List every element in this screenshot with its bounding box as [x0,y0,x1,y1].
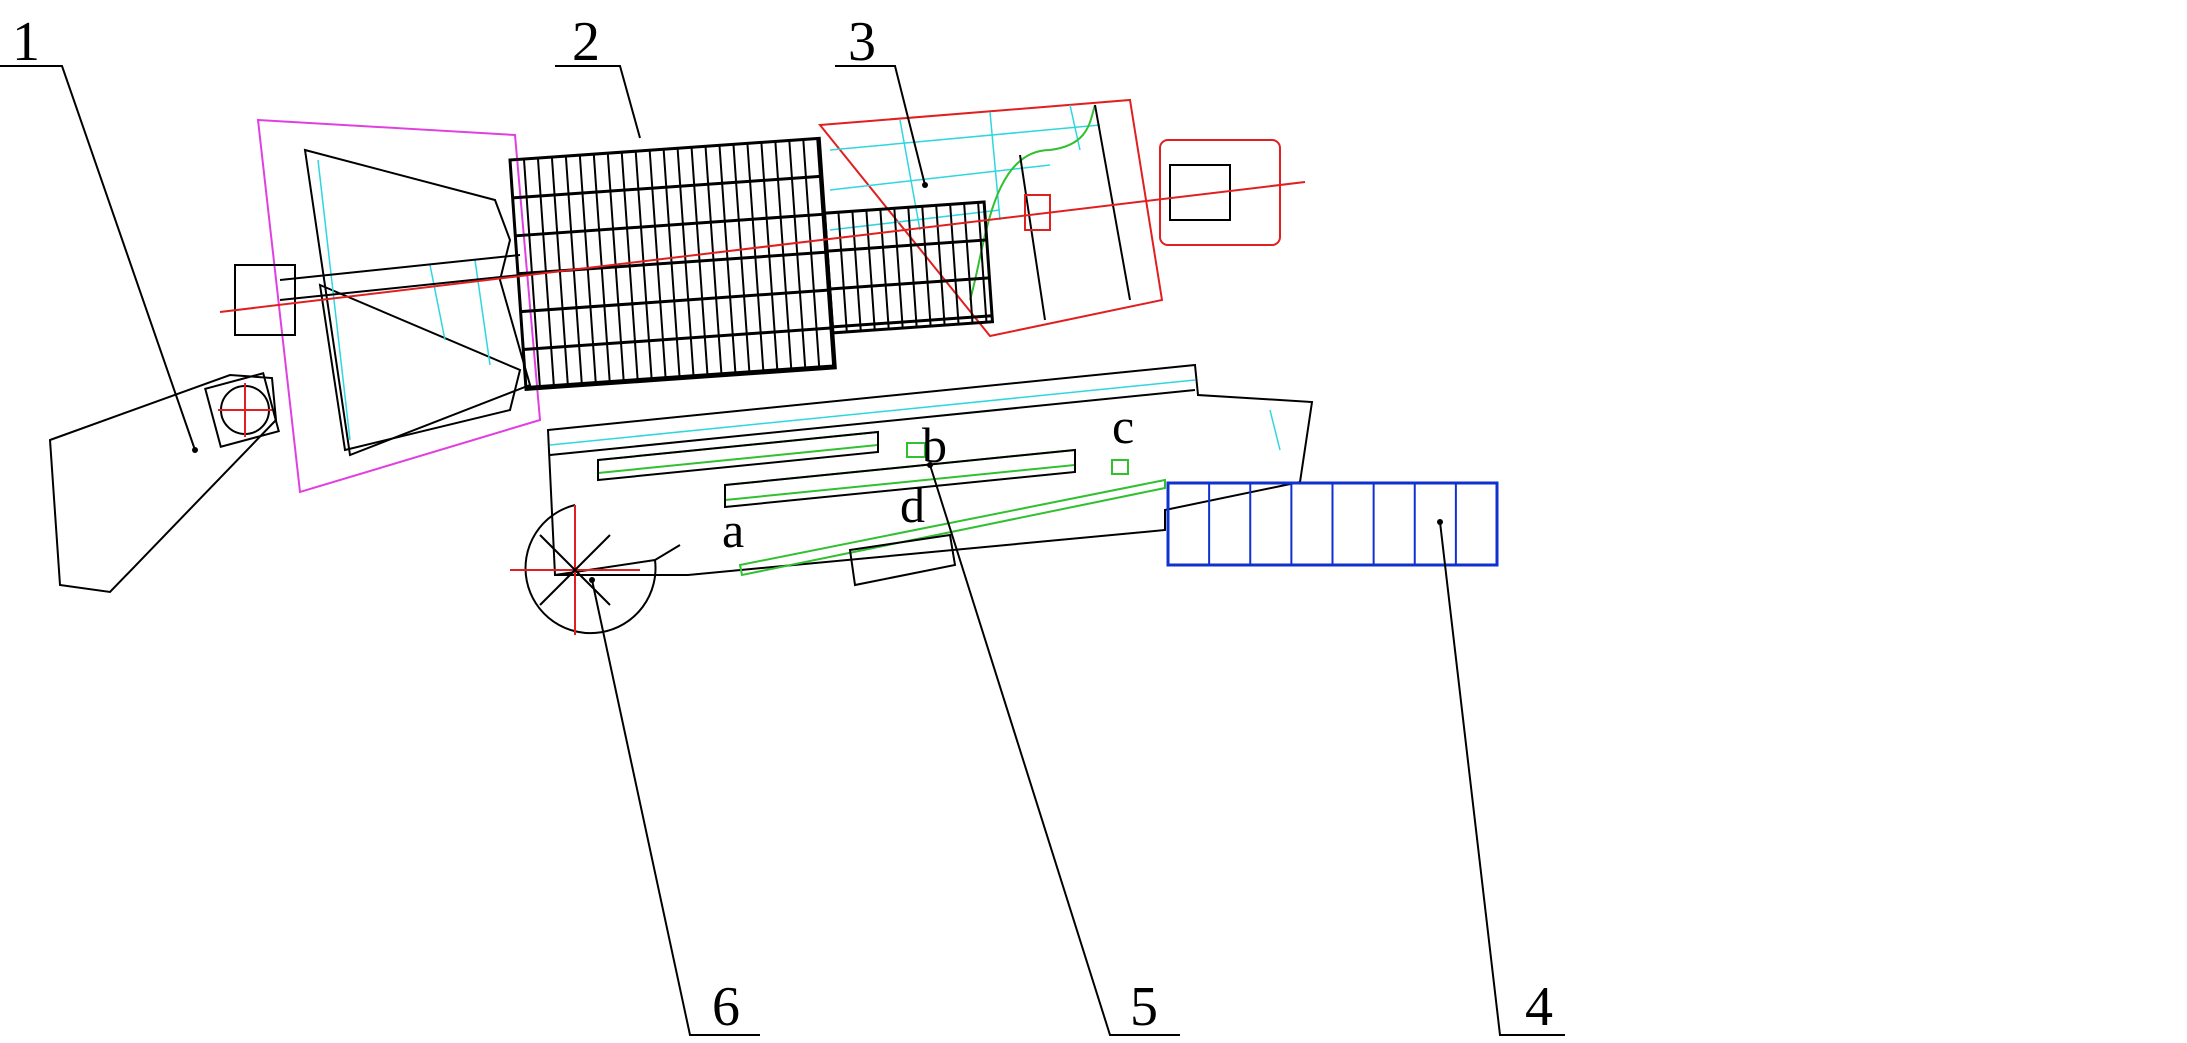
callout-1: 1 [0,11,198,453]
left-mechanism [234,118,542,494]
screen-rib [520,288,830,314]
point-label-a: a [722,502,744,558]
point-label-b: b [922,417,947,473]
callout-label-2: 2 [572,11,600,73]
screen-bar [893,208,904,329]
part-2-screen-grid [508,136,995,392]
callout-6: 6 [589,577,760,1038]
screen-rib [832,314,993,329]
callout-label-3: 3 [848,11,876,73]
screen-bar [907,207,918,328]
screen-rib [523,326,833,352]
part-5-base [546,363,1314,587]
callout-label-1: 1 [12,11,40,73]
screen-rib [515,212,825,238]
center-axis [219,181,1306,313]
screen-rib [512,174,823,200]
screen-rib [829,276,990,291]
screen-rib [827,238,987,253]
part-6-fan [510,504,681,635]
callout-4: 4 [1437,519,1565,1038]
part-3-chamber [818,98,1281,338]
callout-5: 5 [927,462,1180,1038]
screen-bar [879,209,890,330]
callout-label-4: 4 [1525,976,1553,1038]
part-1-feeder [48,372,280,594]
callout-3: 3 [835,11,928,188]
screen-bar [977,202,988,323]
callout-label-6: 6 [712,976,740,1038]
callout-2: 2 [555,11,641,139]
screen-bar [935,205,946,326]
screen-bar [837,212,848,332]
point-label-c: c [1112,398,1134,454]
callout-label-5: 5 [1130,976,1158,1038]
screen-bar [949,204,960,325]
screen-bar [865,210,876,331]
part-4-conveyor-box [1166,481,1499,567]
screen-block [822,200,995,335]
point-label-d: d [900,477,925,533]
screen-rib [525,364,836,389]
screen-bar [921,206,932,327]
screen-bar [851,211,862,332]
